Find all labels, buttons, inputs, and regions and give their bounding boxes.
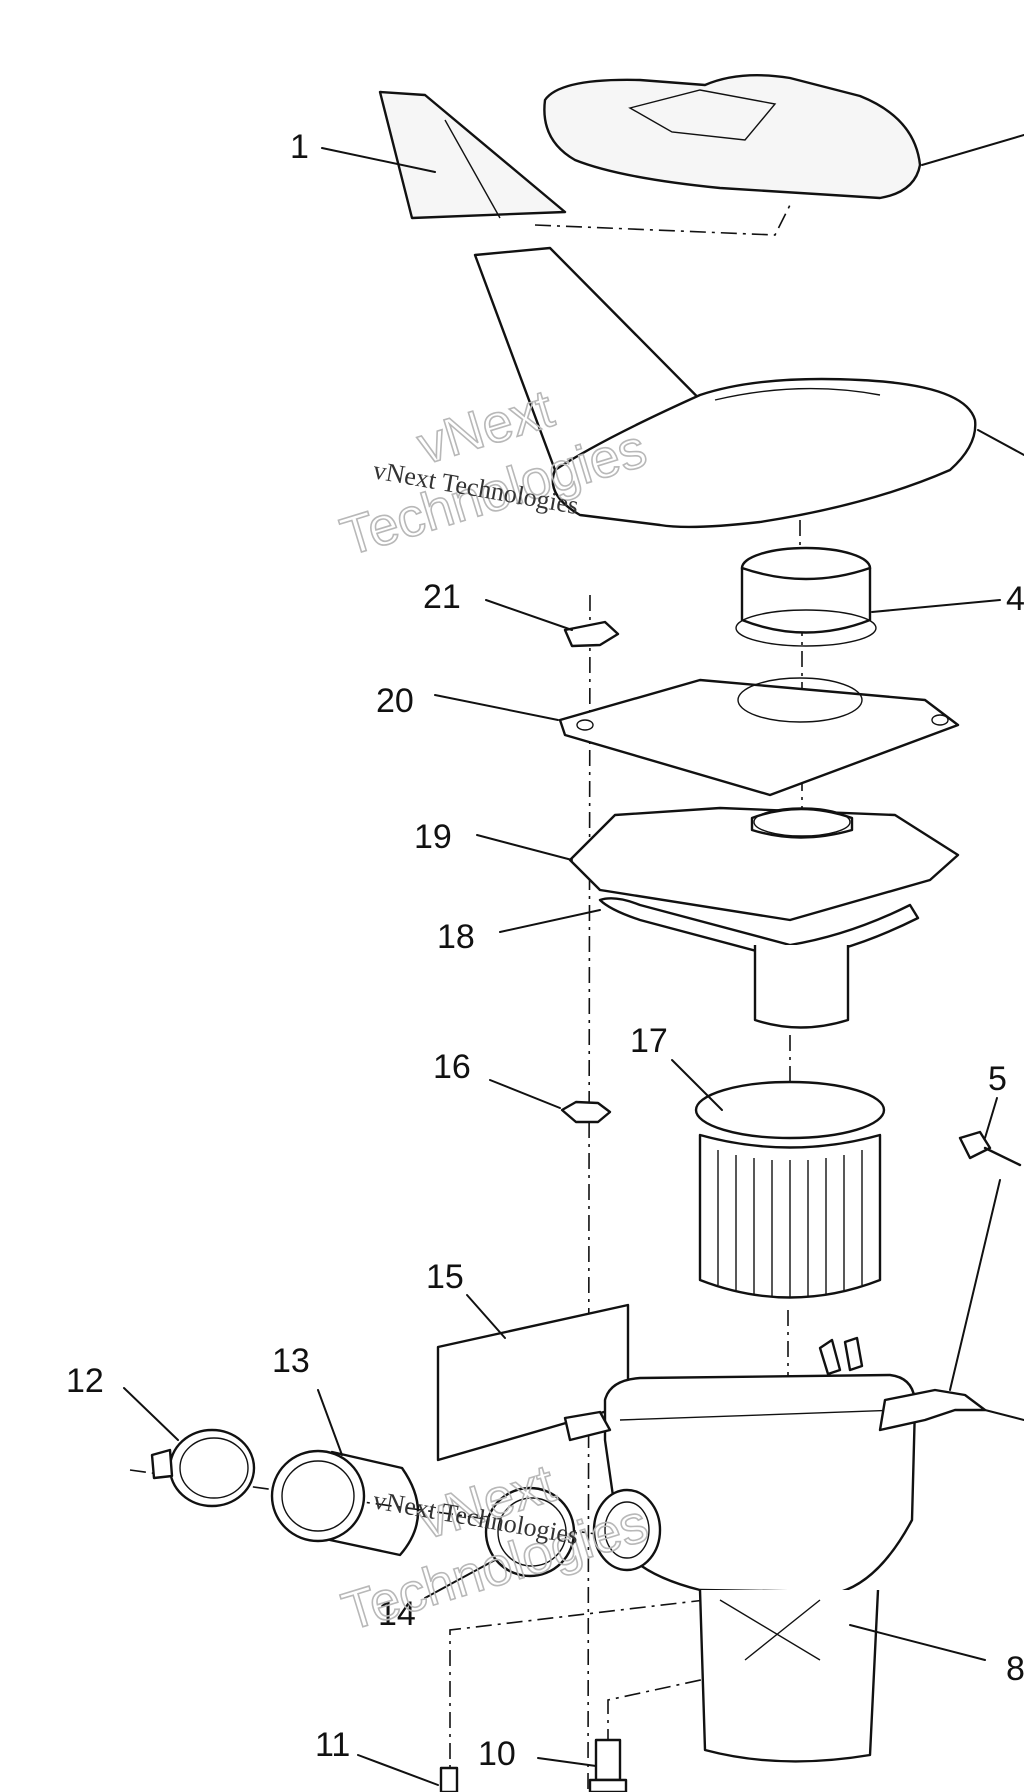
leader-4 [871, 599, 1001, 613]
part-19-lid-neck [750, 807, 854, 839]
bolt-axis-left [587, 594, 591, 1791]
part-21-clip [563, 620, 620, 648]
part-17-pleats [717, 1150, 863, 1297]
part-1-foam-flap [378, 90, 567, 220]
part-19-neck-ring [753, 807, 851, 837]
leader-right-bracket [949, 1179, 1001, 1391]
part-1-fold-line [444, 119, 501, 219]
part-8-vent-fitting [818, 1338, 842, 1376]
callout-17: 17 [630, 1022, 668, 1060]
leader-right-edge [984, 1409, 1024, 1421]
callout-13: 13 [272, 1342, 310, 1380]
part-13-duct-ring [270, 1449, 366, 1543]
part-10-plug-head [588, 1778, 628, 1792]
top-foam-pad-window [628, 89, 777, 141]
callout-16: 16 [433, 1048, 471, 1086]
part-8-airbox-rim [619, 1409, 901, 1421]
axis-1-link [534, 204, 791, 236]
leader-10 [537, 1757, 597, 1767]
intake-cover-top [551, 377, 977, 529]
leader-20 [434, 694, 559, 721]
callout-8: 8 [1006, 1650, 1024, 1688]
leader-5 [984, 1097, 998, 1139]
part-15-decal [436, 1303, 630, 1462]
leader-13 [317, 1389, 343, 1456]
part-8-vent-fitting-2 [843, 1336, 864, 1372]
leader-15 [466, 1294, 506, 1339]
top-foam-pad [543, 74, 922, 200]
part-5-bolt [958, 1130, 992, 1160]
part-12-clamp [168, 1428, 256, 1508]
part-8-inlet-port [592, 1488, 662, 1572]
leader-12 [123, 1387, 179, 1441]
callout-19: 19 [414, 818, 452, 856]
part-12-clamp-screw [150, 1448, 174, 1480]
callout-10: 10 [478, 1735, 516, 1773]
leader-19 [476, 834, 573, 861]
leader-cover [977, 429, 1024, 456]
part-12-clamp-inner [179, 1437, 249, 1499]
part-8-airbox-sump [698, 1589, 880, 1763]
callout-15: 15 [426, 1258, 464, 1296]
leader-16 [489, 1079, 561, 1109]
part-20-hole-right [931, 714, 949, 726]
leader-1 [321, 147, 436, 173]
part-8-inlet-port-inner [604, 1501, 650, 1559]
leader-14 [424, 1559, 496, 1599]
part-13-duct-body [328, 1450, 420, 1557]
part-14-clamp [484, 1486, 576, 1578]
part-13-duct-inner [281, 1460, 355, 1532]
callout-11: 11 [315, 1726, 350, 1764]
part-8-sump-lines [719, 1599, 821, 1661]
callout-21: 21 [423, 578, 461, 616]
part-4-coupler-flange [735, 609, 877, 647]
callout-18: 18 [437, 918, 475, 956]
leader-11 [357, 1754, 439, 1786]
part-20-hole-left [576, 719, 594, 731]
part-17-filter-top [694, 1080, 886, 1140]
intake-cover-edge [714, 387, 881, 401]
part-8-mount-bracket [878, 1388, 987, 1432]
leader-8 [849, 1624, 986, 1661]
part-10-drain-plug [594, 1738, 622, 1782]
part-5-bolt-shank [983, 1146, 1022, 1167]
part-8-airbox-body [603, 1373, 917, 1594]
part-20-gasket-plate [558, 678, 960, 797]
leader-18 [499, 909, 601, 933]
leader-21 [485, 599, 573, 631]
part-18-seal [598, 897, 920, 962]
callout-1: 1 [290, 128, 309, 166]
part-14-clamp-inner [497, 1497, 567, 1567]
leader-top-pad [921, 134, 1024, 166]
part-19-airbox-lid [568, 806, 960, 922]
callout-12: 12 [66, 1362, 104, 1400]
leader-17 [671, 1059, 723, 1111]
part-20-center-hole [737, 677, 863, 723]
part-8-tab-left [563, 1410, 612, 1442]
part-16-nut [560, 1100, 612, 1124]
callout-20: 20 [376, 682, 414, 720]
callout-14: 14 [378, 1595, 416, 1633]
callout-4: 4 [1006, 580, 1024, 618]
outlet-tube [753, 945, 850, 1029]
part-11-screw [439, 1766, 459, 1792]
callout-5: 5 [988, 1060, 1007, 1098]
